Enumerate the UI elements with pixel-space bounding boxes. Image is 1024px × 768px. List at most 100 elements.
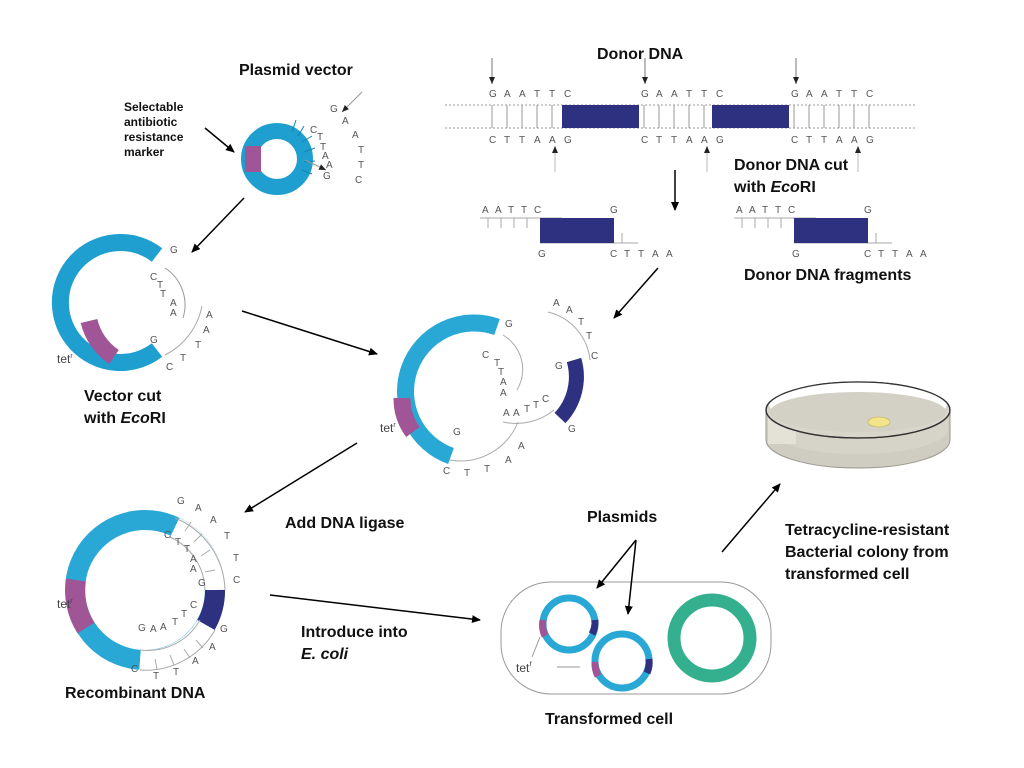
base: T bbox=[498, 367, 504, 378]
base: A bbox=[322, 151, 329, 162]
strand-outline bbox=[139, 619, 201, 651]
base: C bbox=[716, 89, 723, 100]
donor-cut-label: Donor DNA cut with EcoRI bbox=[734, 155, 848, 199]
base: T bbox=[181, 609, 187, 620]
donor-dna-title: Donor DNA bbox=[597, 46, 684, 63]
base: A bbox=[170, 308, 177, 319]
base: T bbox=[494, 358, 500, 369]
base: A bbox=[209, 642, 216, 653]
base: T bbox=[153, 671, 159, 682]
vector-cut-label: Vector cut with EcoRI bbox=[84, 386, 166, 430]
base: T bbox=[233, 553, 239, 564]
base: A bbox=[513, 408, 520, 419]
base: A bbox=[505, 455, 512, 466]
petri-dish bbox=[765, 381, 951, 469]
base: A bbox=[192, 656, 199, 667]
base: A bbox=[195, 503, 202, 514]
base: C bbox=[150, 272, 157, 283]
text: with bbox=[734, 179, 771, 196]
base: A bbox=[150, 624, 157, 635]
resistance-marker-segment bbox=[245, 146, 261, 172]
bacterial-chromosome bbox=[667, 593, 757, 683]
base: A bbox=[500, 377, 507, 388]
donor-insert-arc bbox=[554, 357, 584, 424]
introduce-organism: E. coli bbox=[301, 646, 349, 663]
enzyme-italic: Eco bbox=[770, 179, 800, 196]
donor-cut-line: Donor DNA cut bbox=[734, 157, 849, 174]
tet-label: tetr bbox=[516, 659, 532, 675]
base: G bbox=[864, 205, 872, 216]
tet-label: tetr bbox=[57, 352, 73, 366]
base: A bbox=[686, 135, 693, 146]
base: T bbox=[504, 135, 510, 146]
strand-outline bbox=[139, 629, 216, 671]
base: A bbox=[482, 205, 489, 216]
base: G bbox=[866, 135, 874, 146]
flow-arrow bbox=[613, 267, 659, 319]
plasmid-vector-title: Plasmid vector bbox=[239, 62, 353, 79]
base-pair-ticks bbox=[154, 521, 216, 670]
marker-label: Selectable antibiotic resistance marker bbox=[124, 100, 183, 160]
tet-leader-line bbox=[531, 636, 541, 658]
base: A bbox=[504, 89, 511, 100]
base: A bbox=[920, 249, 927, 260]
base: A bbox=[656, 89, 663, 100]
base: G bbox=[716, 135, 724, 146]
base: G bbox=[330, 104, 338, 115]
sticky-end bbox=[449, 421, 519, 462]
flow-arrow bbox=[269, 594, 481, 624]
base: C bbox=[482, 350, 489, 361]
strand-outline bbox=[174, 517, 226, 591]
transformed-cell: tetr bbox=[500, 581, 772, 695]
base: C bbox=[166, 362, 173, 373]
tet-marker-segment bbox=[393, 397, 421, 438]
base: G bbox=[564, 135, 572, 146]
base: A bbox=[851, 135, 858, 146]
marker-label-line: Selectable bbox=[124, 100, 184, 114]
base: T bbox=[320, 142, 326, 153]
marker-label-line: resistance bbox=[124, 130, 184, 144]
sticky-end-inner bbox=[164, 267, 186, 319]
base: T bbox=[762, 205, 768, 216]
base: G bbox=[220, 624, 228, 635]
annealing-intermediate: G C T T A A G C T T A A A A T T C G G A … bbox=[380, 298, 598, 479]
vector-cut-line: with EcoRI bbox=[84, 408, 166, 430]
base: T bbox=[317, 132, 323, 143]
base: T bbox=[157, 280, 163, 291]
base: A bbox=[519, 89, 526, 100]
base: T bbox=[549, 89, 555, 100]
sticky-end-outer bbox=[164, 305, 203, 356]
base: A bbox=[342, 116, 349, 127]
base: A bbox=[736, 205, 743, 216]
base: C bbox=[443, 466, 450, 477]
base: T bbox=[173, 667, 179, 678]
plasmid-vector: G A A T T C C T T A A G bbox=[241, 91, 364, 195]
base: A bbox=[836, 135, 843, 146]
base: T bbox=[358, 160, 364, 171]
base: C bbox=[610, 249, 617, 260]
base: G bbox=[198, 578, 206, 589]
base: C bbox=[864, 249, 871, 260]
add-ligase-label: Add DNA ligase bbox=[285, 515, 405, 532]
plasmids-arrow bbox=[596, 539, 637, 589]
donor-cut-line: with EcoRI bbox=[734, 177, 848, 199]
base: A bbox=[701, 135, 708, 146]
base: T bbox=[533, 400, 539, 411]
base: T bbox=[656, 135, 662, 146]
flow-arrow bbox=[191, 197, 245, 253]
site-ticks bbox=[291, 119, 316, 175]
base: G bbox=[568, 424, 576, 435]
base: G bbox=[177, 496, 185, 507]
colony-label: Tetracycline-resistant Bacterial colony … bbox=[785, 520, 949, 586]
base: A bbox=[518, 441, 525, 452]
base: G bbox=[791, 89, 799, 100]
base: T bbox=[878, 249, 884, 260]
base: A bbox=[500, 388, 507, 399]
base: C bbox=[788, 205, 795, 216]
colony-label-line: Tetracycline-resistant bbox=[785, 522, 950, 539]
marker-arrow bbox=[204, 127, 235, 153]
base: C bbox=[564, 89, 571, 100]
tet-marker-segment bbox=[80, 318, 120, 365]
flow-arrow bbox=[721, 483, 781, 553]
